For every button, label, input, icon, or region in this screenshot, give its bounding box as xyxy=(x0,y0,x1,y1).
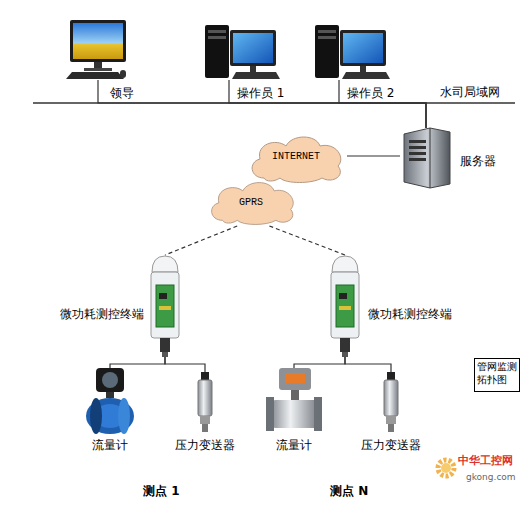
node-text: INTERNET xyxy=(272,151,320,162)
wireless-link xyxy=(165,226,237,255)
wire xyxy=(347,155,400,156)
cloud-node: INTERNET xyxy=(245,132,347,180)
pc-icon xyxy=(66,20,126,79)
flowmeter-node: 流量计 xyxy=(266,368,322,436)
node-text: 操作员 1 xyxy=(237,86,284,100)
pc-icon xyxy=(205,25,280,79)
pressure-transmitter-node: 压力变送器 xyxy=(192,372,218,434)
cloud-shape xyxy=(212,183,294,225)
watermark: 中华工控网 xyxy=(458,454,513,468)
wire xyxy=(294,357,345,368)
pressure-transmitter-icon xyxy=(198,372,212,432)
terminal-node: 微功耗测控终端 xyxy=(148,255,182,357)
computer-node: 操作员 2 xyxy=(313,22,387,80)
wire xyxy=(229,80,426,128)
server-icon xyxy=(404,128,450,188)
flowmeter-icon xyxy=(86,368,134,434)
site-label: 测点 1 xyxy=(143,484,180,498)
node-text: 微功耗测控终端 xyxy=(50,307,144,321)
node-text: 微功耗测控终端 xyxy=(368,307,452,321)
computer-node: 领导 xyxy=(68,18,128,80)
network-label: 水司局域网 xyxy=(440,85,500,99)
node-text: 服务器 xyxy=(460,154,496,168)
flowmeter-node: 流量计 xyxy=(82,368,138,436)
site-label: 测点 N xyxy=(330,484,368,498)
node-text: 压力变送器 xyxy=(160,438,250,452)
wire xyxy=(110,357,165,368)
node-text: 操作员 2 xyxy=(347,86,394,100)
watermark: gkong.com xyxy=(466,470,516,484)
node-text: 流量计 xyxy=(254,438,334,452)
node-text: 管网监测拓扑图 xyxy=(477,360,517,386)
wireless-link xyxy=(269,226,345,255)
terminal-icon xyxy=(331,256,359,357)
caption-box: 管网监测拓扑图 xyxy=(474,358,520,392)
cloud-shape xyxy=(252,137,341,183)
wire xyxy=(98,80,426,128)
terminal-node: 微功耗测控终端 xyxy=(328,255,362,357)
node-text: GPRS xyxy=(239,197,263,208)
watermark-logo xyxy=(438,460,454,476)
server-node: 服务器 xyxy=(400,128,452,188)
wire xyxy=(345,357,391,372)
node-text: 压力变送器 xyxy=(346,438,436,452)
pressure-transmitter-icon xyxy=(384,372,398,432)
pc-icon xyxy=(315,25,390,79)
wire xyxy=(165,357,205,372)
node-text: 流量计 xyxy=(70,438,150,452)
flowmeter-icon xyxy=(266,368,322,431)
pressure-transmitter-node: 压力变送器 xyxy=(378,372,404,434)
computer-node: 操作员 1 xyxy=(203,22,277,80)
node-text: 领导 xyxy=(110,86,134,100)
terminal-icon xyxy=(151,256,179,357)
cloud-node: GPRS xyxy=(205,178,297,226)
wire xyxy=(339,80,426,128)
